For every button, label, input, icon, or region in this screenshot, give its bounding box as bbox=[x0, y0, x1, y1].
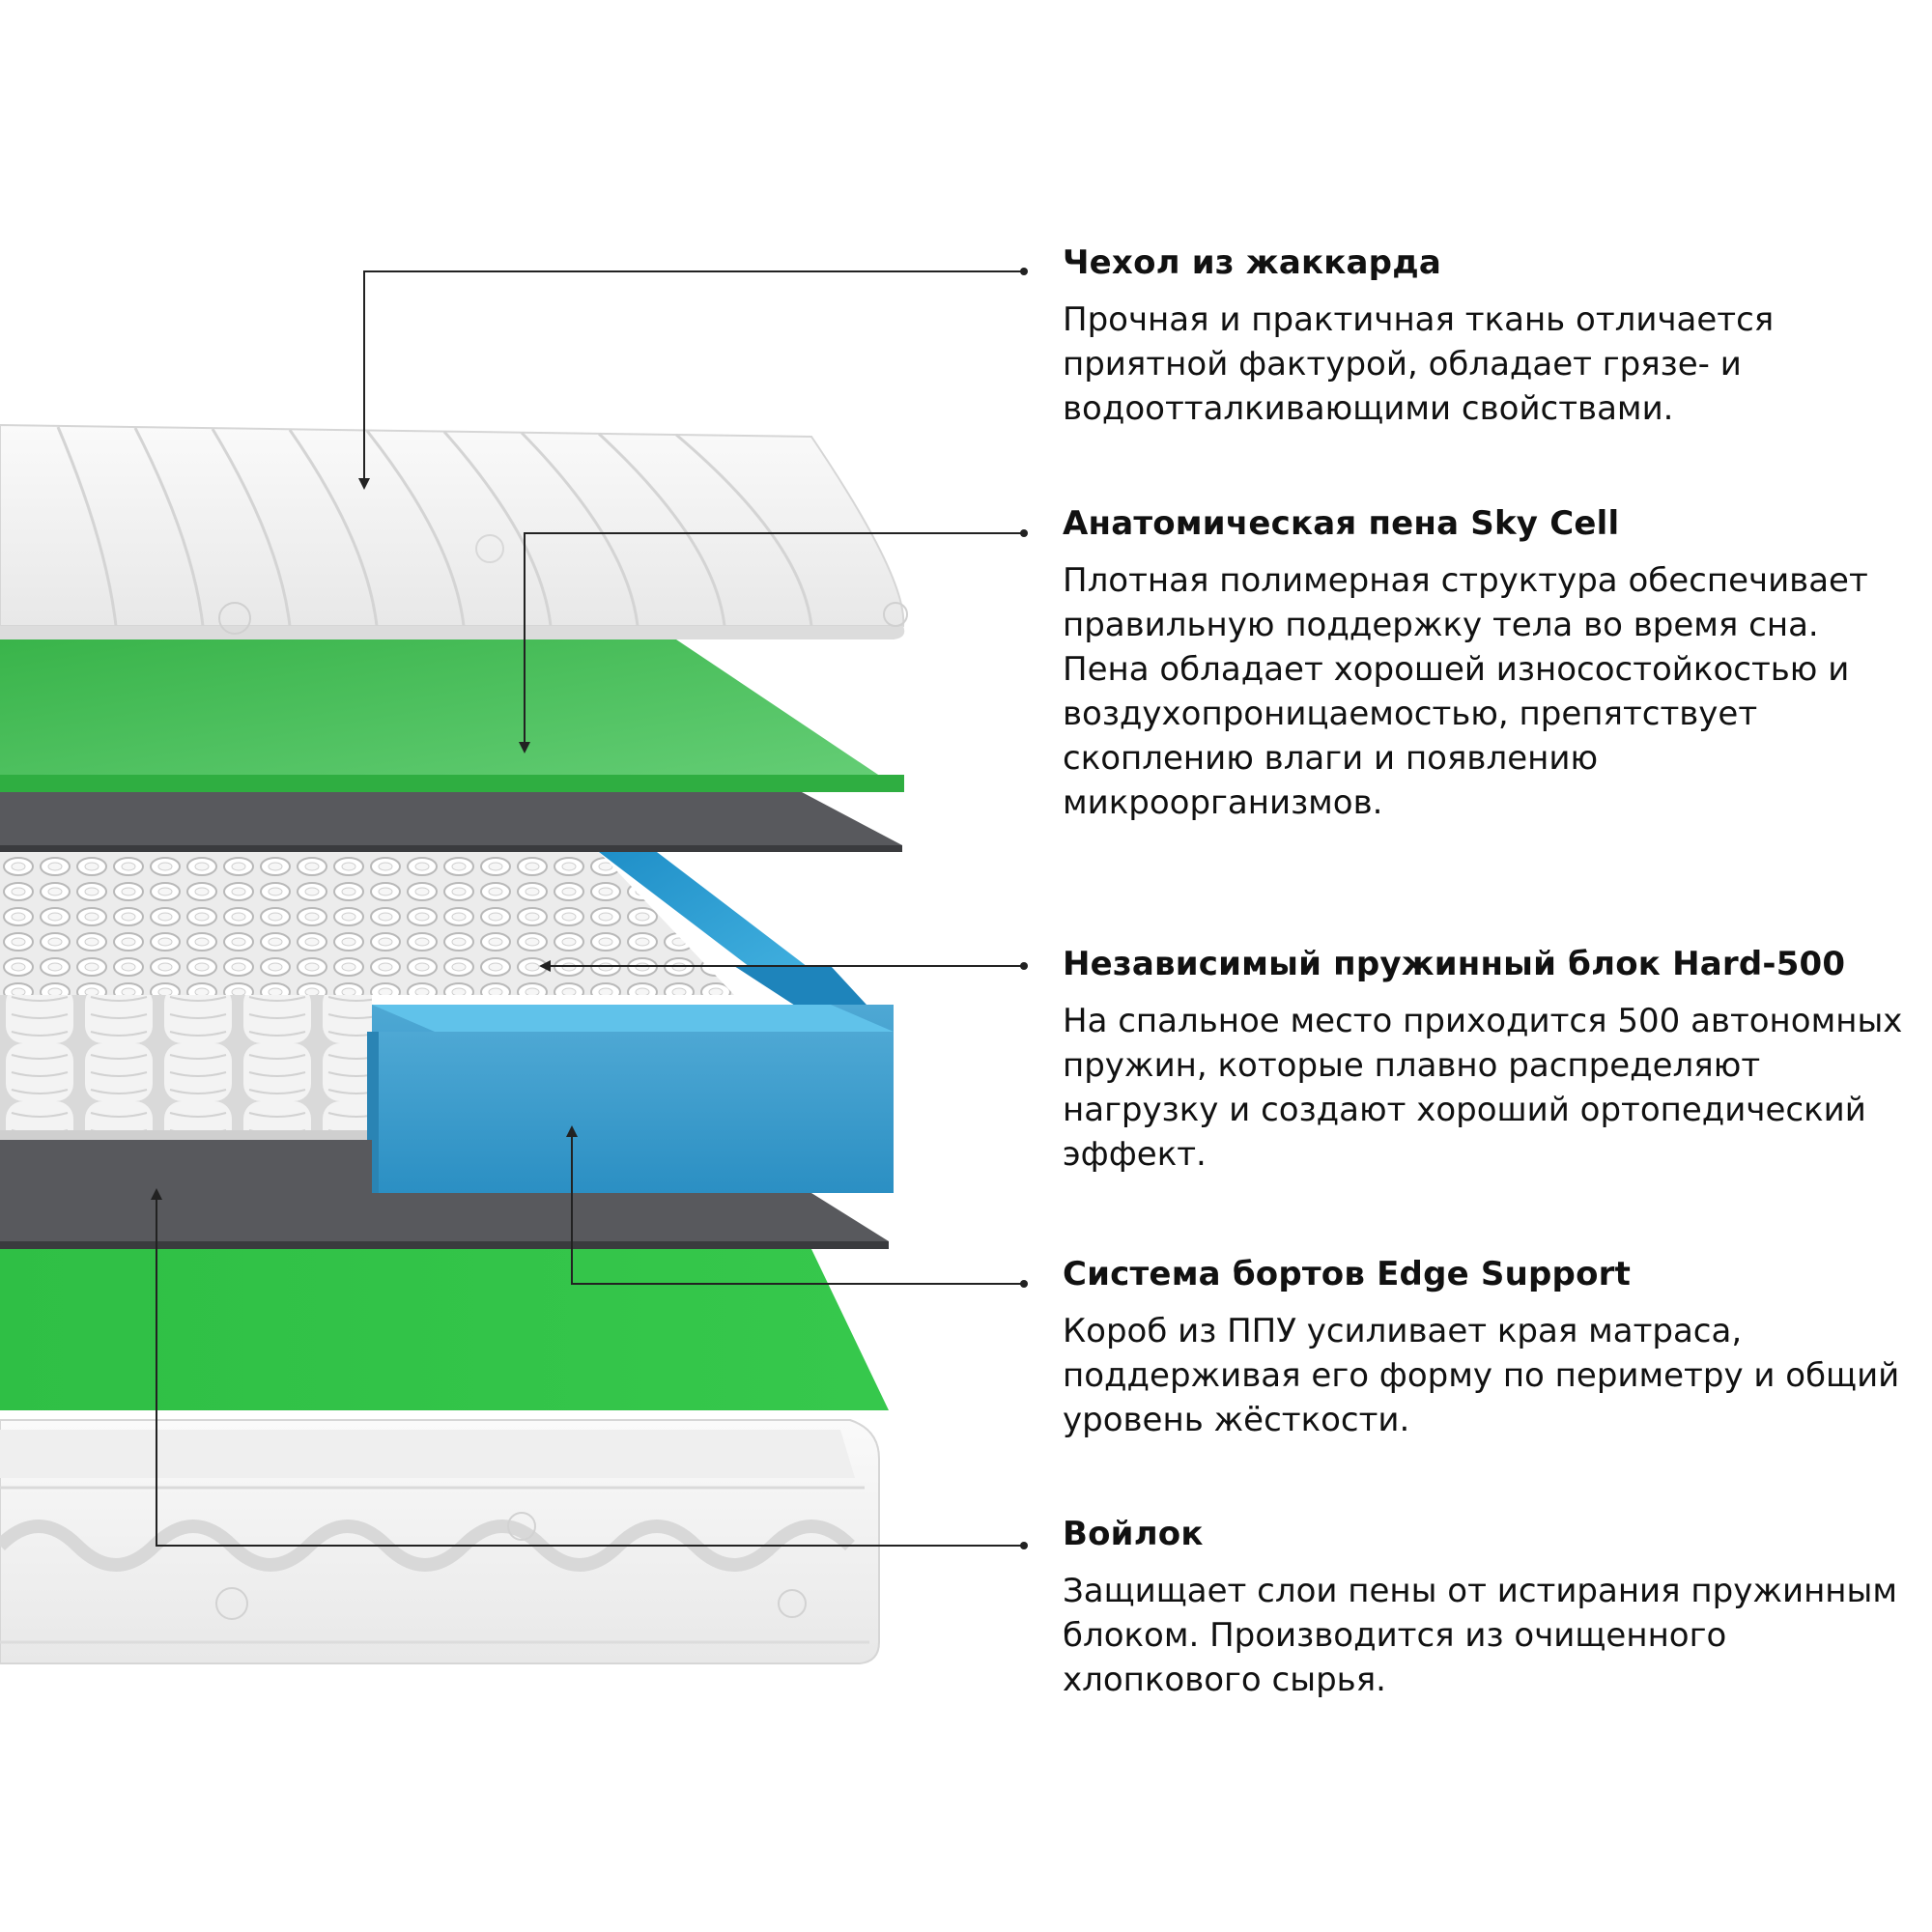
feature-title: Войлок bbox=[1063, 1515, 1204, 1553]
feature-description: Защищает слои пены от истирания пружинны… bbox=[1063, 1572, 1898, 1699]
feature-description: На спальное место приходится 500 автоном… bbox=[1063, 1002, 1903, 1174]
feature-edge-support: Система бортов Edge Support Короб из ППУ… bbox=[1063, 1253, 1913, 1442]
feature-title: Система бортов Edge Support bbox=[1063, 1255, 1632, 1293]
edge-support-box bbox=[367, 852, 894, 1193]
leader-arrowheads bbox=[151, 478, 578, 1200]
leader-end-dots bbox=[1020, 268, 1028, 1549]
feature-title: Независимый пружинный блок Hard-500 bbox=[1063, 945, 1846, 983]
feature-jacquard-cover: Чехол из жаккарда Прочная и практичная т… bbox=[1063, 242, 1913, 431]
bottom-cover-layer bbox=[0, 1419, 880, 1664]
feature-felt: Войлок Защищает слои пены от истирания п… bbox=[1063, 1513, 1913, 1702]
feature-sky-cell-foam: Анатомическая пена Sky Cell Плотная поли… bbox=[1063, 502, 1913, 825]
jacquard-cover-layer bbox=[0, 423, 908, 639]
feature-description: Короб из ППУ усиливает края матраса, под… bbox=[1063, 1312, 1900, 1439]
feature-spring-block: Независимый пружинный блок Hard-500 На с… bbox=[1063, 943, 1913, 1177]
top-green-foam-layer bbox=[0, 639, 904, 792]
feature-title: Чехол из жаккарда bbox=[1063, 243, 1441, 282]
bottom-felt-layer bbox=[0, 1140, 889, 1249]
feature-description: Прочная и практичная ткань отличается пр… bbox=[1063, 300, 1775, 428]
feature-title: Анатомическая пена Sky Cell bbox=[1063, 504, 1620, 543]
leader-lines bbox=[156, 270, 1024, 1547]
top-felt-layer bbox=[0, 792, 902, 852]
feature-description: Плотная полимерная структура обеспечивае… bbox=[1063, 561, 1868, 822]
spring-block bbox=[0, 852, 734, 1140]
bottom-green-foam-layer bbox=[0, 1249, 889, 1410]
